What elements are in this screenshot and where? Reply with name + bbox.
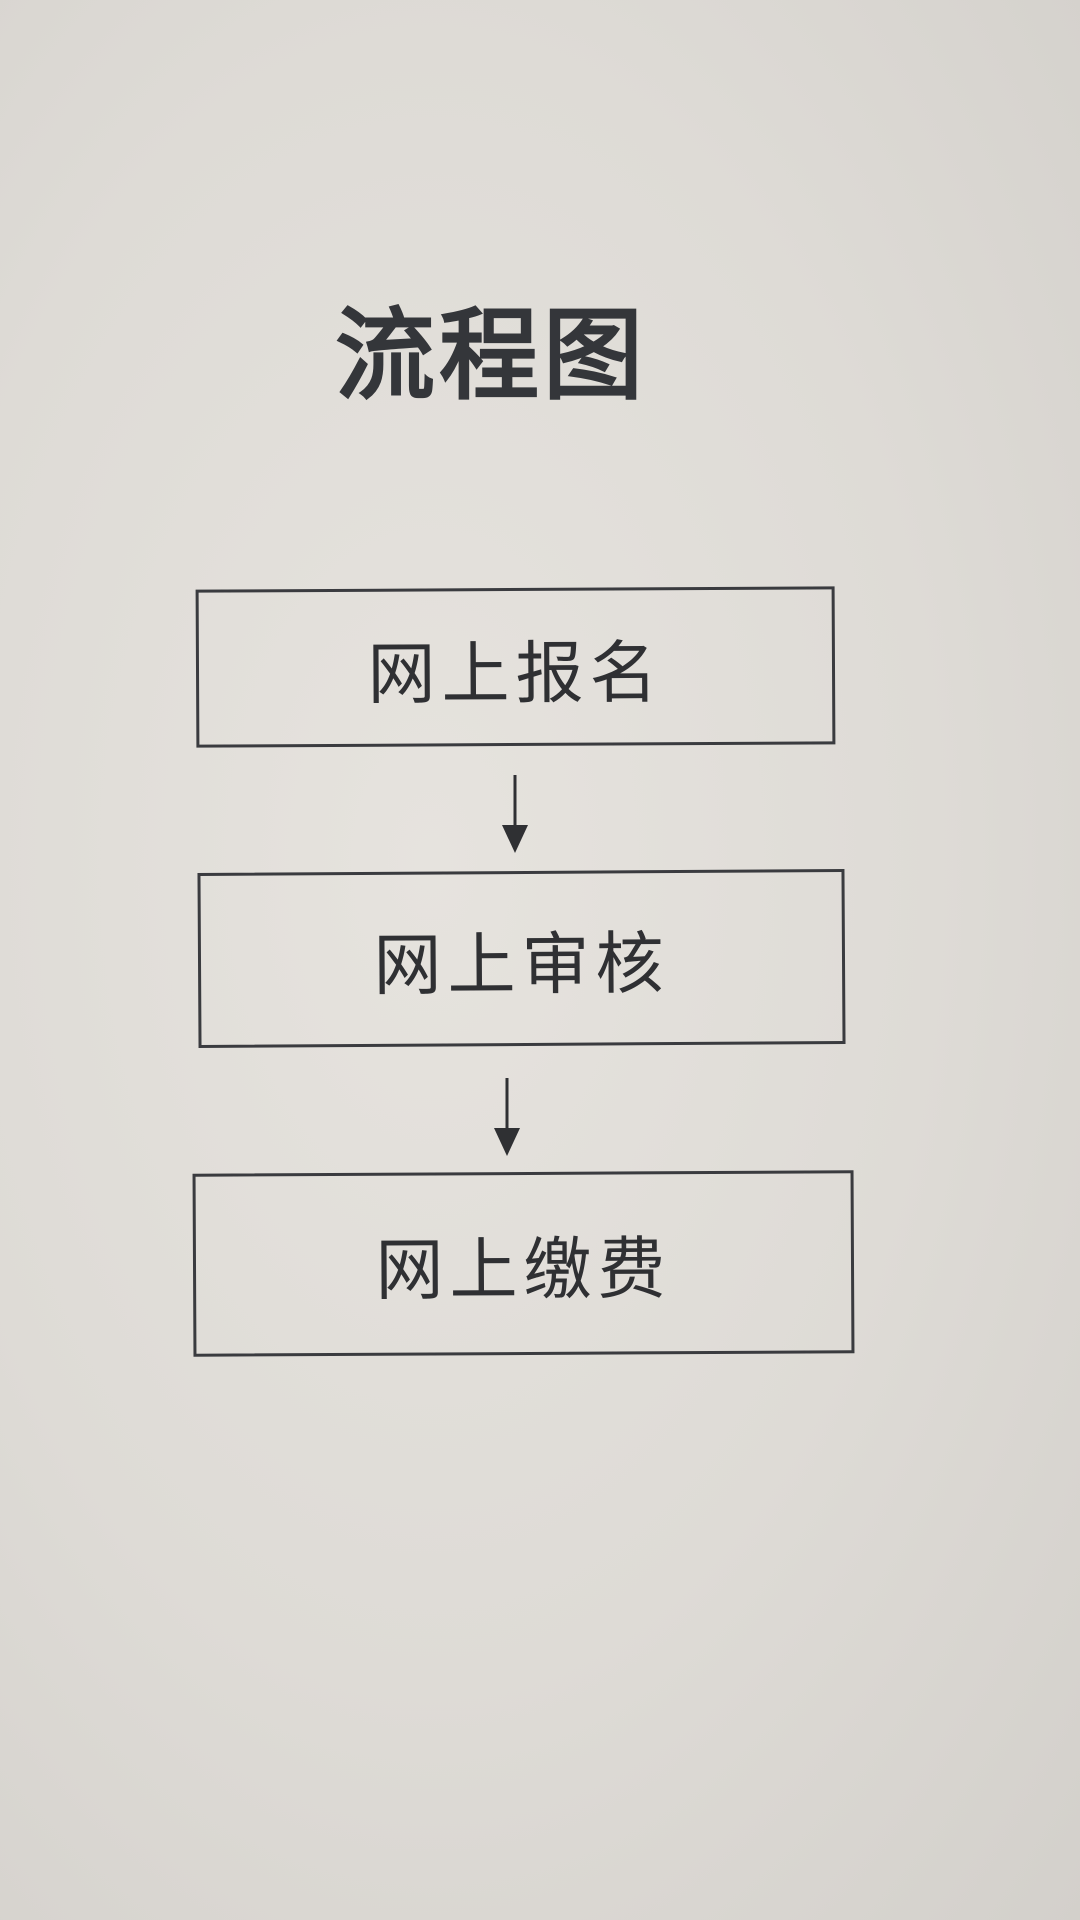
flow-step-online-registration: 网上报名 <box>195 586 836 748</box>
flow-step-label: 网上审核 <box>373 925 670 1006</box>
diagram-title: 流程图 <box>335 296 647 414</box>
down-arrow-icon <box>502 775 528 853</box>
flow-step-label: 网上报名 <box>367 633 664 715</box>
flow-step-online-review: 网上审核 <box>197 869 846 1048</box>
flow-step-online-payment: 网上缴费 <box>192 1170 855 1357</box>
flow-step-label: 网上缴费 <box>375 1230 672 1311</box>
down-arrow-icon <box>494 1078 520 1156</box>
